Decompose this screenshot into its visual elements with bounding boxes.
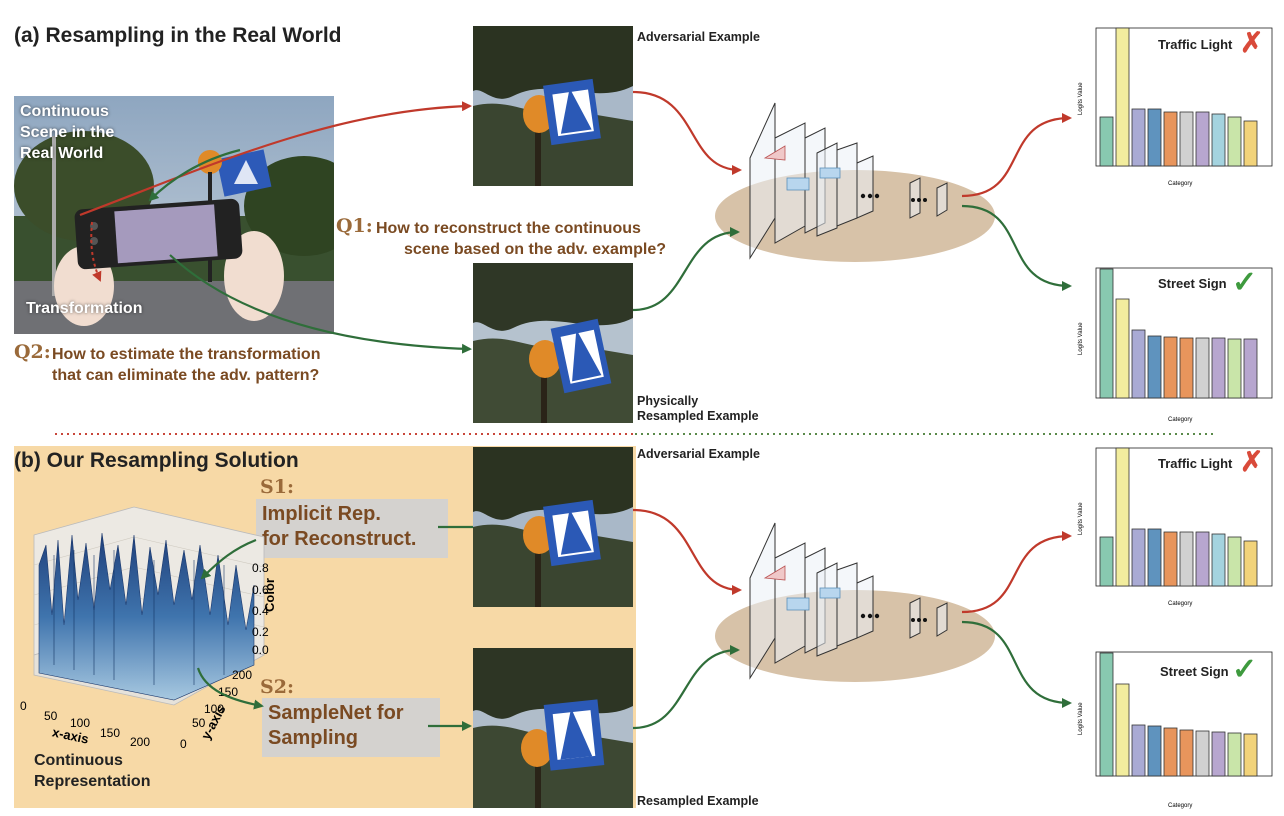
plot-caption-line1: Continuous xyxy=(34,752,123,769)
q1-tag: Q1: xyxy=(336,215,373,237)
physically-resampled-label-line2: Resampled Example xyxy=(637,409,759,423)
bar-chart-traffic-light-b xyxy=(1095,447,1273,587)
section-a-title: (a) Resampling in the Real World xyxy=(14,24,342,47)
x-tick-200: 200 xyxy=(130,735,151,749)
adversarial-example-label-a: Adversarial Example xyxy=(637,30,760,44)
resampled-example-photo xyxy=(473,648,633,808)
s1-box: Implicit Rep. for Reconstruct. xyxy=(256,499,448,558)
adversarial-example-photo-a xyxy=(473,26,633,186)
arrow-net-to-tl-b xyxy=(961,531,1072,614)
s2-line1: SampleNet for xyxy=(268,702,404,724)
y-tick-200: 200 xyxy=(232,668,253,682)
network-diagram-a xyxy=(715,102,995,262)
resampled-example-label: Resampled Example xyxy=(637,794,759,808)
logits-label-a1: Logits Value xyxy=(1078,82,1084,115)
surface-plot xyxy=(33,506,266,706)
s2-tag: S2: xyxy=(260,676,294,698)
category-label-a2: Category xyxy=(1168,417,1193,423)
z-tick-0.4: 0.4 xyxy=(252,604,269,618)
arrow-resampled-to-net-b xyxy=(632,645,740,730)
z-tick-0.8: 0.8 xyxy=(252,561,269,575)
logits-label-b1: Logits Value xyxy=(1078,502,1084,535)
street-sign-label-b: Street Sign xyxy=(1160,664,1229,679)
scene-label-line3: Real World xyxy=(20,145,104,162)
z-tick-0.2: 0.2 xyxy=(252,625,269,639)
arrow-transform xyxy=(90,221,102,282)
arrow-scene-to-phys xyxy=(169,254,472,354)
adversarial-example-photo-b xyxy=(473,447,633,607)
scene-label-line1: Continuous xyxy=(20,103,109,120)
arrow-net-to-ss-b xyxy=(961,620,1072,708)
section-b-title: (b) Our Resampling Solution xyxy=(14,449,299,472)
arrow-net-to-tl-a xyxy=(961,113,1072,198)
arrow-adv-to-net-b xyxy=(632,508,742,595)
transformation-label: Transformation xyxy=(26,300,143,317)
arrow-q-to-phone xyxy=(148,148,241,202)
arrow-phys-to-net-a xyxy=(632,227,740,312)
scene-photo xyxy=(14,96,334,334)
y-tick-150: 150 xyxy=(218,685,239,699)
bar-chart-traffic-light-a xyxy=(1095,27,1273,167)
scene-label-line2: Scene in the xyxy=(20,124,115,141)
s1-line2: for Reconstruct. xyxy=(262,528,417,550)
x-tick-100: 100 xyxy=(70,716,91,730)
category-label-b1: Category xyxy=(1168,601,1193,607)
plot-caption-line2: Representation xyxy=(34,773,151,790)
s1-line1: Implicit Rep. xyxy=(262,503,381,525)
section-divider xyxy=(55,433,1215,435)
q2-tag: Q2: xyxy=(14,341,51,363)
s2-line2: Sampling xyxy=(268,727,359,749)
s1-tag: S1: xyxy=(260,476,294,498)
bar-chart-street-sign-a xyxy=(1095,267,1273,399)
z-tick-0.6: 0.6 xyxy=(252,583,269,597)
right-mark-a: ✓ xyxy=(1232,266,1258,299)
arrow-s1-to-plot xyxy=(200,538,257,580)
adversarial-example-label-b: Adversarial Example xyxy=(637,447,760,461)
arrow-net-to-ss-a xyxy=(961,204,1072,291)
y-tick-100: 100 xyxy=(204,702,225,716)
network-diagram-b xyxy=(715,522,995,682)
logits-label-b2: Logits Value xyxy=(1078,702,1084,735)
s2-box: SampleNet for Sampling xyxy=(262,698,440,757)
logits-label-a2: Logits Value xyxy=(1078,322,1084,355)
physically-resampled-label-line1: Physically xyxy=(637,394,699,408)
traffic-light-label-a: Traffic Light xyxy=(1158,37,1233,52)
q2-line1: How to estimate the transformation xyxy=(52,346,321,363)
bar-chart-street-sign-b xyxy=(1095,651,1273,777)
q1-line2: scene based on the adv. example? xyxy=(404,241,667,258)
arrow-scene-to-adv xyxy=(79,101,472,217)
y-tick-0: 0 xyxy=(180,737,187,751)
physically-resampled-photo xyxy=(473,263,633,423)
x-tick-50: 50 xyxy=(44,709,58,723)
street-sign-label-a: Street Sign xyxy=(1158,276,1227,291)
q1-line1: How to reconstruct the continuous xyxy=(376,220,641,237)
z-tick-0.0: 0.0 xyxy=(252,643,269,657)
wrong-mark-b: ✗ xyxy=(1240,446,1264,477)
right-mark-b: ✓ xyxy=(1232,653,1258,686)
y-tick-50: 50 xyxy=(192,716,206,730)
arrow-adv-to-net-a xyxy=(632,90,742,175)
category-label-b2: Category xyxy=(1168,803,1193,809)
category-label-a1: Category xyxy=(1168,181,1193,187)
q2-line2: that can eliminate the adv. pattern? xyxy=(52,367,320,384)
wrong-mark-a: ✗ xyxy=(1240,27,1264,58)
x-tick-150: 150 xyxy=(100,726,121,740)
arrow-plot-to-s2 xyxy=(196,667,264,710)
x-tick-0: 0 xyxy=(20,699,27,713)
traffic-light-label-b: Traffic Light xyxy=(1158,456,1233,471)
